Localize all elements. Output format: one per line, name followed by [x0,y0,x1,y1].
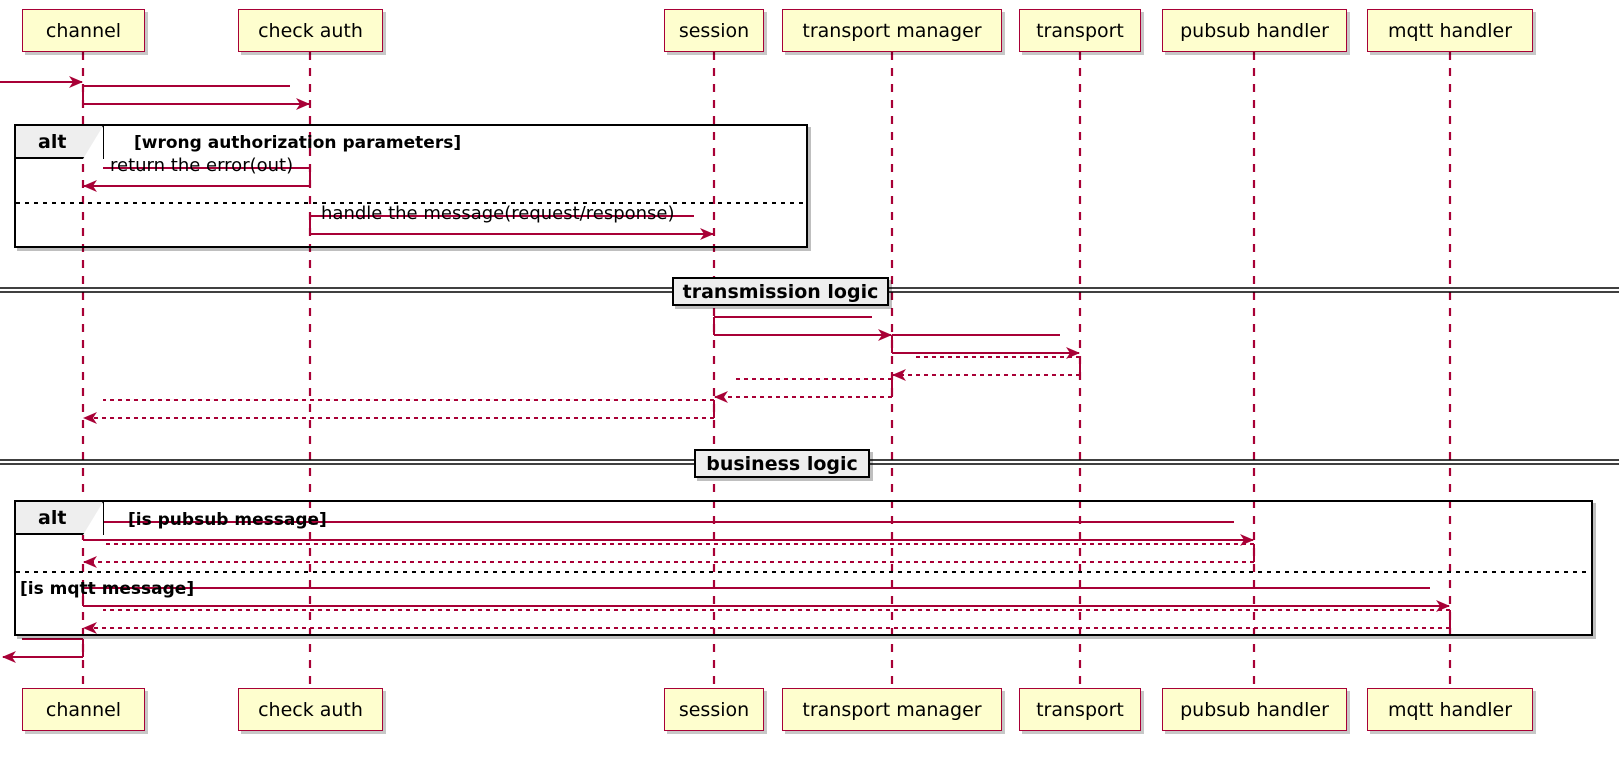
participant-label: transport manager [802,698,982,721]
fragment-guard-condition: [is mqtt message] [20,579,195,599]
participant-label: transport [1036,698,1124,721]
participant-pubsub_handler-bottom: pubsub handler [1162,688,1347,731]
participant-label: transport [1036,19,1124,42]
participant-transport-bottom: transport [1019,688,1141,731]
participant-channel-top: channel [22,9,145,52]
participant-check_auth-top: check auth [238,9,383,52]
participant-transport_manager-bottom: transport manager [782,688,1002,731]
participant-label: transport manager [802,19,982,42]
frame-separators-group [16,202,1591,573]
participant-pubsub_handler-top: pubsub handler [1162,9,1347,52]
participant-label: channel [45,698,122,721]
participant-transport_manager-top: transport manager [782,9,1002,52]
participant-label: mqtt handler [1387,19,1513,42]
lifelines-group [81,52,1452,688]
fragment-alt-message-type [14,500,1593,636]
fragment-operator-label: alt [16,502,104,535]
participant-label: check auth [258,19,363,42]
participant-check_auth-bottom: check auth [238,688,383,731]
participant-label: session [678,698,750,721]
participant-label: pubsub handler [1180,19,1329,42]
divider-transmission: transmission logic [672,277,889,306]
participant-label: mqtt handler [1387,698,1513,721]
fragment-guard-condition: [is pubsub message] [128,510,327,530]
participant-channel-bottom: channel [22,688,145,731]
participant-session-bottom: session [664,688,764,731]
participant-label: session [678,19,750,42]
participant-label: pubsub handler [1180,698,1329,721]
message-label-m4: handle the message(request/response) [321,203,675,224]
message-label-m3: return the error(out) [110,155,294,176]
divider-label: transmission logic [682,280,879,303]
fragment-operator-label: alt [16,126,104,159]
participant-mqtt_handler-bottom: mqtt handler [1367,688,1533,731]
divider-label: business logic [706,452,858,475]
participant-label: channel [45,19,122,42]
participant-transport-top: transport [1019,9,1141,52]
fragment-guard-condition: [wrong authorization parameters] [134,133,462,153]
participant-session-top: session [664,9,764,52]
fragment-alt-auth [14,124,808,248]
participant-label: check auth [258,698,363,721]
divider-business: business logic [694,449,870,478]
participant-mqtt_handler-top: mqtt handler [1367,9,1533,52]
divider-rules-group [0,287,1619,465]
message-arrows-group [0,76,1451,663]
